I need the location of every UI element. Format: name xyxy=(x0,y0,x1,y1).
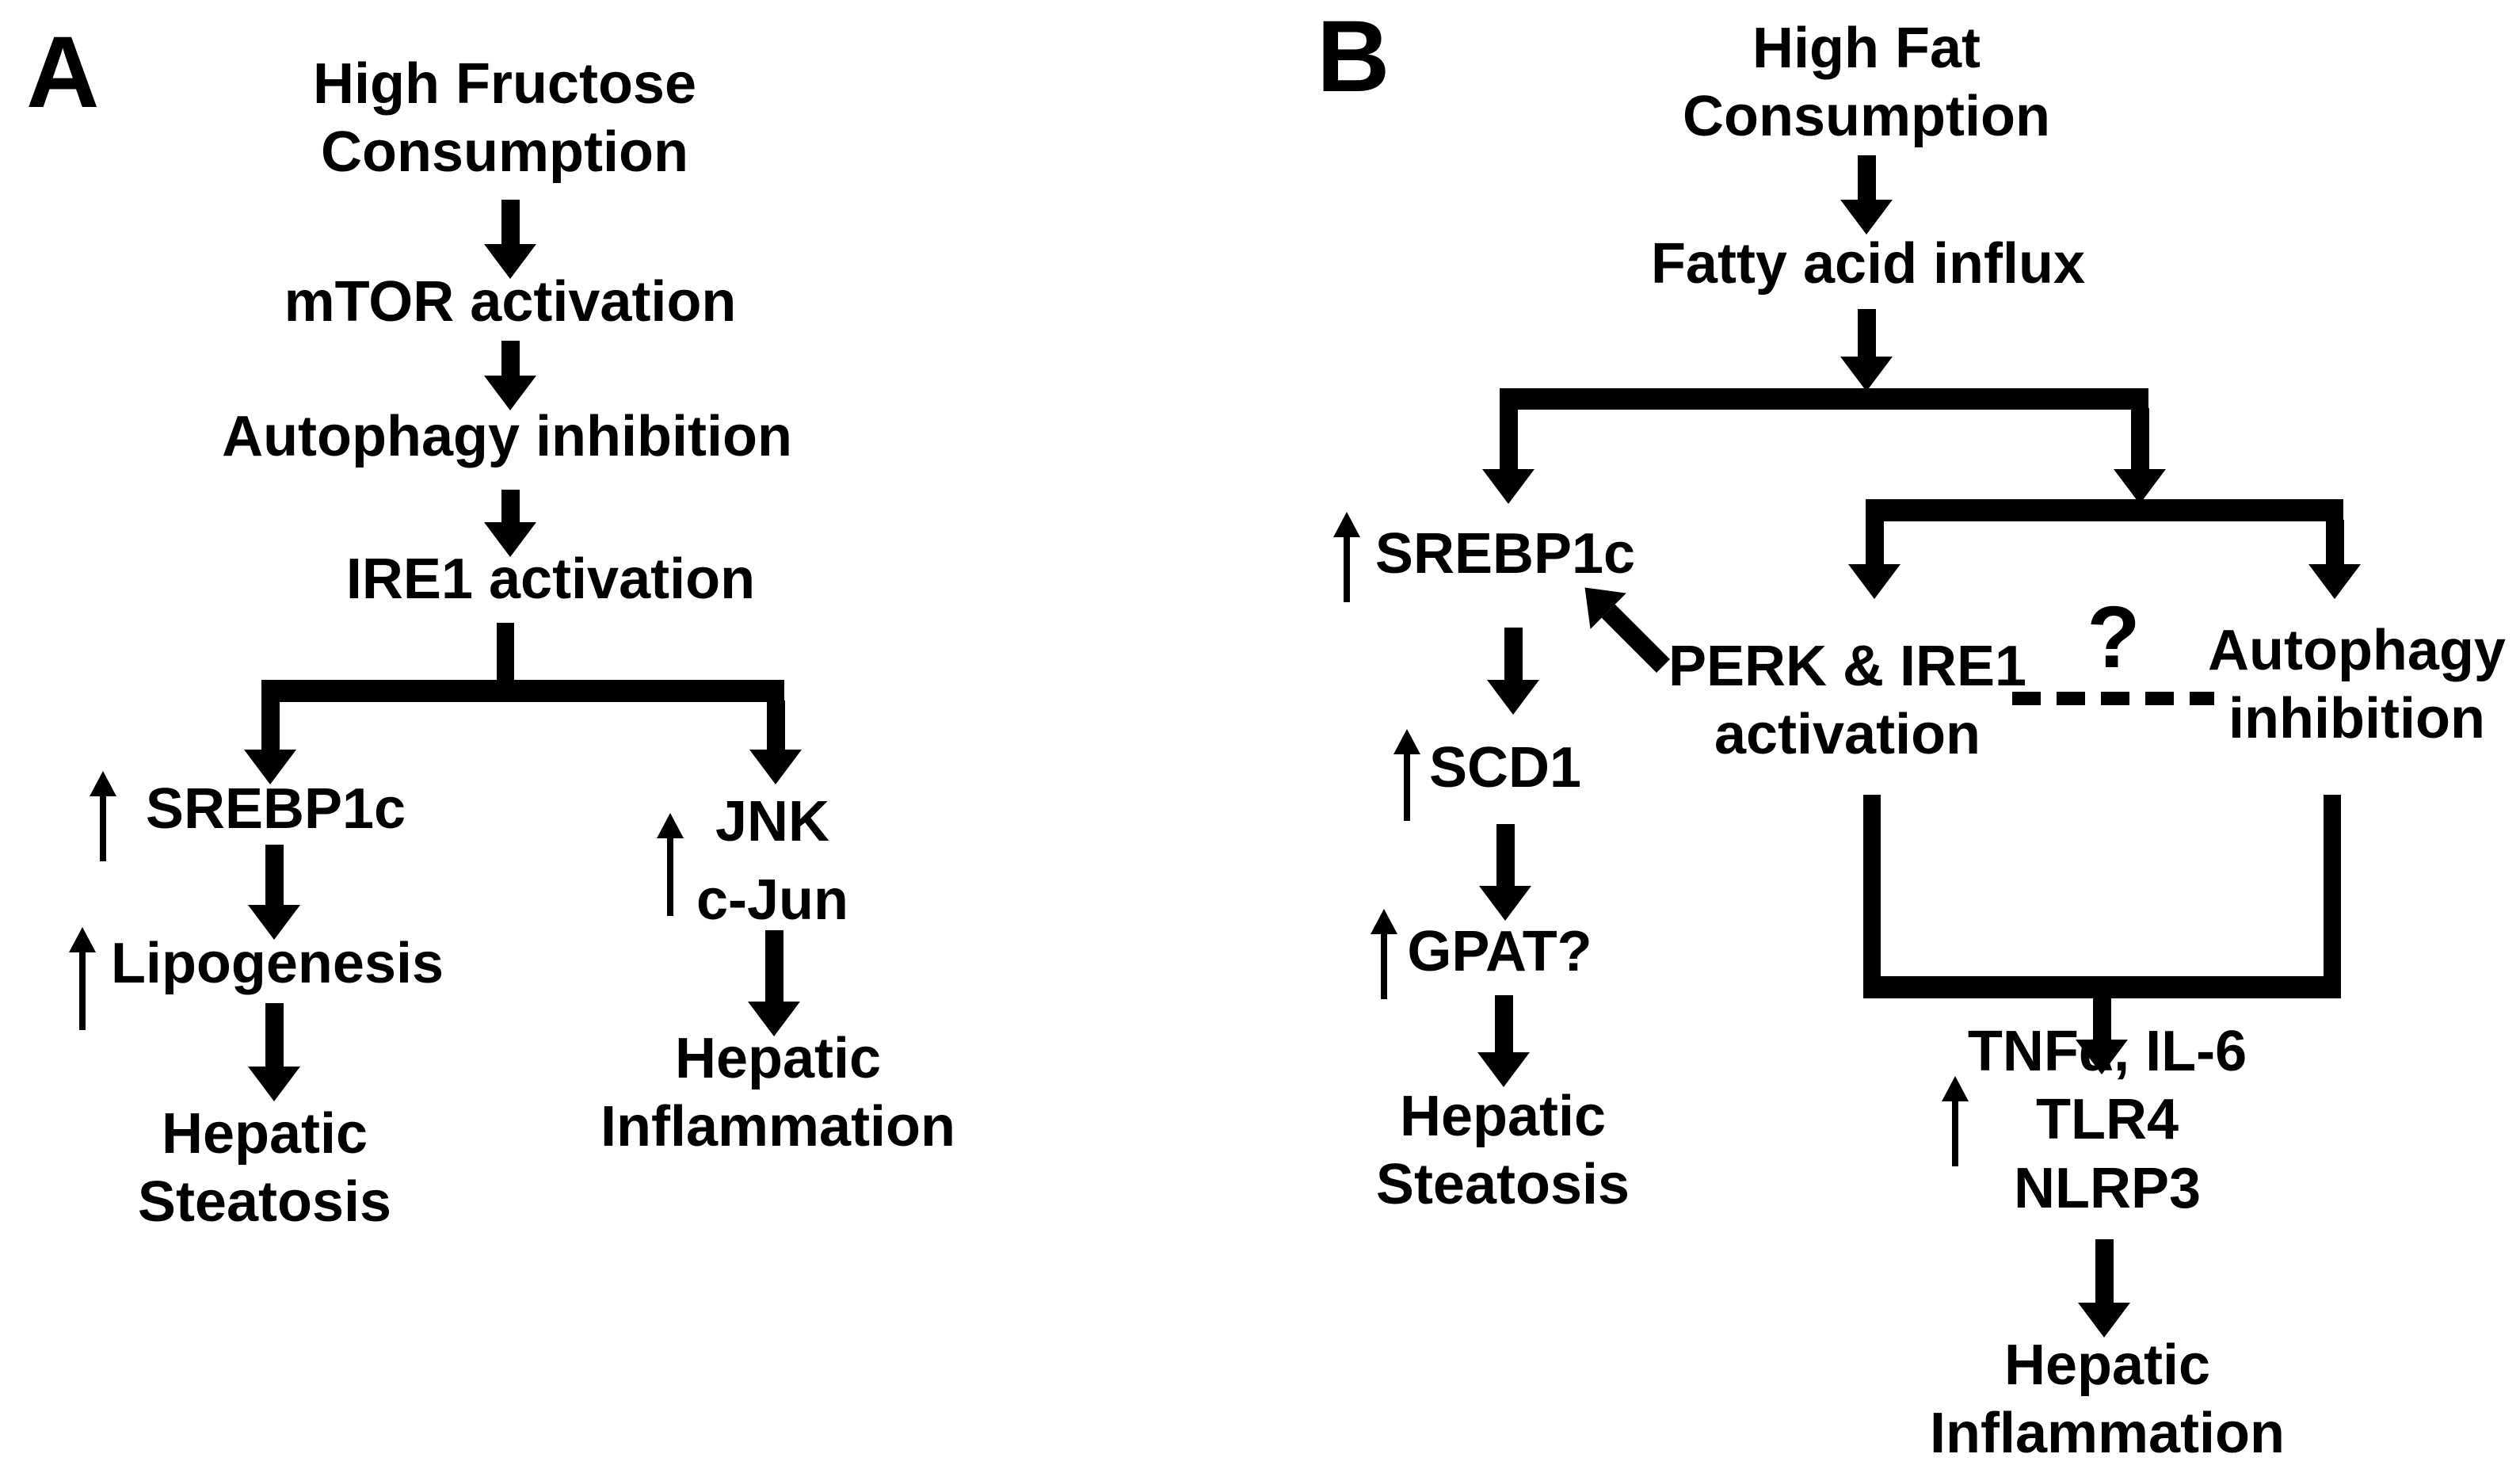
branch-bar xyxy=(261,680,784,702)
node-hepatic-inflammation-b: Hepatic Inflammation xyxy=(1929,1334,2286,1466)
flow-arrow-icon xyxy=(484,200,536,279)
increase-arrow-icon xyxy=(1942,1076,1969,1166)
node-autophagy-inhibition-b: Autophagy inhibition xyxy=(2208,619,2506,751)
increase-arrow-icon xyxy=(1333,512,1360,602)
node-autophagy-inhibition-a: Autophagy inhibition xyxy=(222,405,792,468)
flow-arrow-icon xyxy=(748,930,800,1036)
flow-arrow-icon xyxy=(1477,995,1530,1087)
node-gpat: GPAT? xyxy=(1407,920,1592,983)
node-fatty-acid-influx: Fatty acid influx xyxy=(1650,232,2086,296)
node-jnk: JNK xyxy=(715,790,830,853)
branch-arm-arrow-icon xyxy=(2114,408,2166,504)
node-srebp1c-b: SREBP1c xyxy=(1374,522,1636,586)
panel-b-label: B xyxy=(1317,0,1390,113)
flow-arrow-icon xyxy=(248,1003,300,1101)
flow-arrow-icon xyxy=(484,490,536,557)
branch-arm-arrow-icon xyxy=(1482,408,1534,504)
merge-bracket-left xyxy=(1863,795,1881,998)
flow-arrow-icon xyxy=(2078,1239,2130,1338)
increase-arrow-icon xyxy=(657,813,684,916)
increase-arrow-icon xyxy=(69,927,96,1030)
node-hepatic-steatosis-b: Hepatic Steatosis xyxy=(1375,1085,1630,1217)
merge-bracket-bottom xyxy=(1863,976,2341,998)
node-mtor-activation: mTOR activation xyxy=(284,270,737,334)
increase-arrow-icon xyxy=(1393,729,1420,821)
question-mark: ? xyxy=(2087,589,2141,686)
flow-arrow-icon xyxy=(2076,997,2128,1074)
branch-arm-arrow-icon xyxy=(749,700,802,784)
uncertain-link-icon xyxy=(2012,692,2214,705)
node-high-fructose-consumption: High Fructose Consumption xyxy=(312,52,697,185)
panel-a-label: A xyxy=(26,16,100,129)
node-high-fat-consumption: High Fat Consumption xyxy=(1683,17,2050,149)
flow-arrow-icon xyxy=(1840,155,1893,235)
branch-arm-arrow-icon xyxy=(244,700,296,784)
node-perk-ire1-activation: PERK & IRE1 activation xyxy=(1668,635,2027,767)
branch-arm-arrow-icon xyxy=(1848,520,1900,599)
branch-stem xyxy=(497,623,514,691)
node-hepatic-steatosis-a: Hepatic Steatosis xyxy=(137,1102,392,1234)
flow-arrow-icon xyxy=(1840,309,1893,391)
merge-bracket-right xyxy=(2324,795,2341,998)
branch-bar xyxy=(1500,388,2148,410)
node-cytokines: TNFα, IL-6 TLR4 NLRP3 xyxy=(1967,1020,2247,1220)
node-lipogenesis: Lipogenesis xyxy=(110,932,444,995)
flow-arrow-icon xyxy=(1487,628,1539,715)
increase-arrow-icon xyxy=(1371,909,1397,999)
increase-arrow-icon xyxy=(90,771,116,861)
node-ire1-activation: IRE1 activation xyxy=(345,548,756,611)
node-srebp1c-a: SREBP1c xyxy=(145,777,406,841)
flow-arrow-icon xyxy=(248,845,300,940)
flow-arrow-icon xyxy=(484,341,536,410)
node-scd1: SCD1 xyxy=(1428,736,1582,799)
node-c-jun: c-Jun xyxy=(696,868,849,932)
flow-arrow-icon xyxy=(1479,824,1531,921)
branch-arm-arrow-icon xyxy=(2308,520,2361,599)
branch-bar xyxy=(1866,499,2343,521)
node-hepatic-inflammation-a: Hepatic Inflammation xyxy=(600,1027,956,1159)
